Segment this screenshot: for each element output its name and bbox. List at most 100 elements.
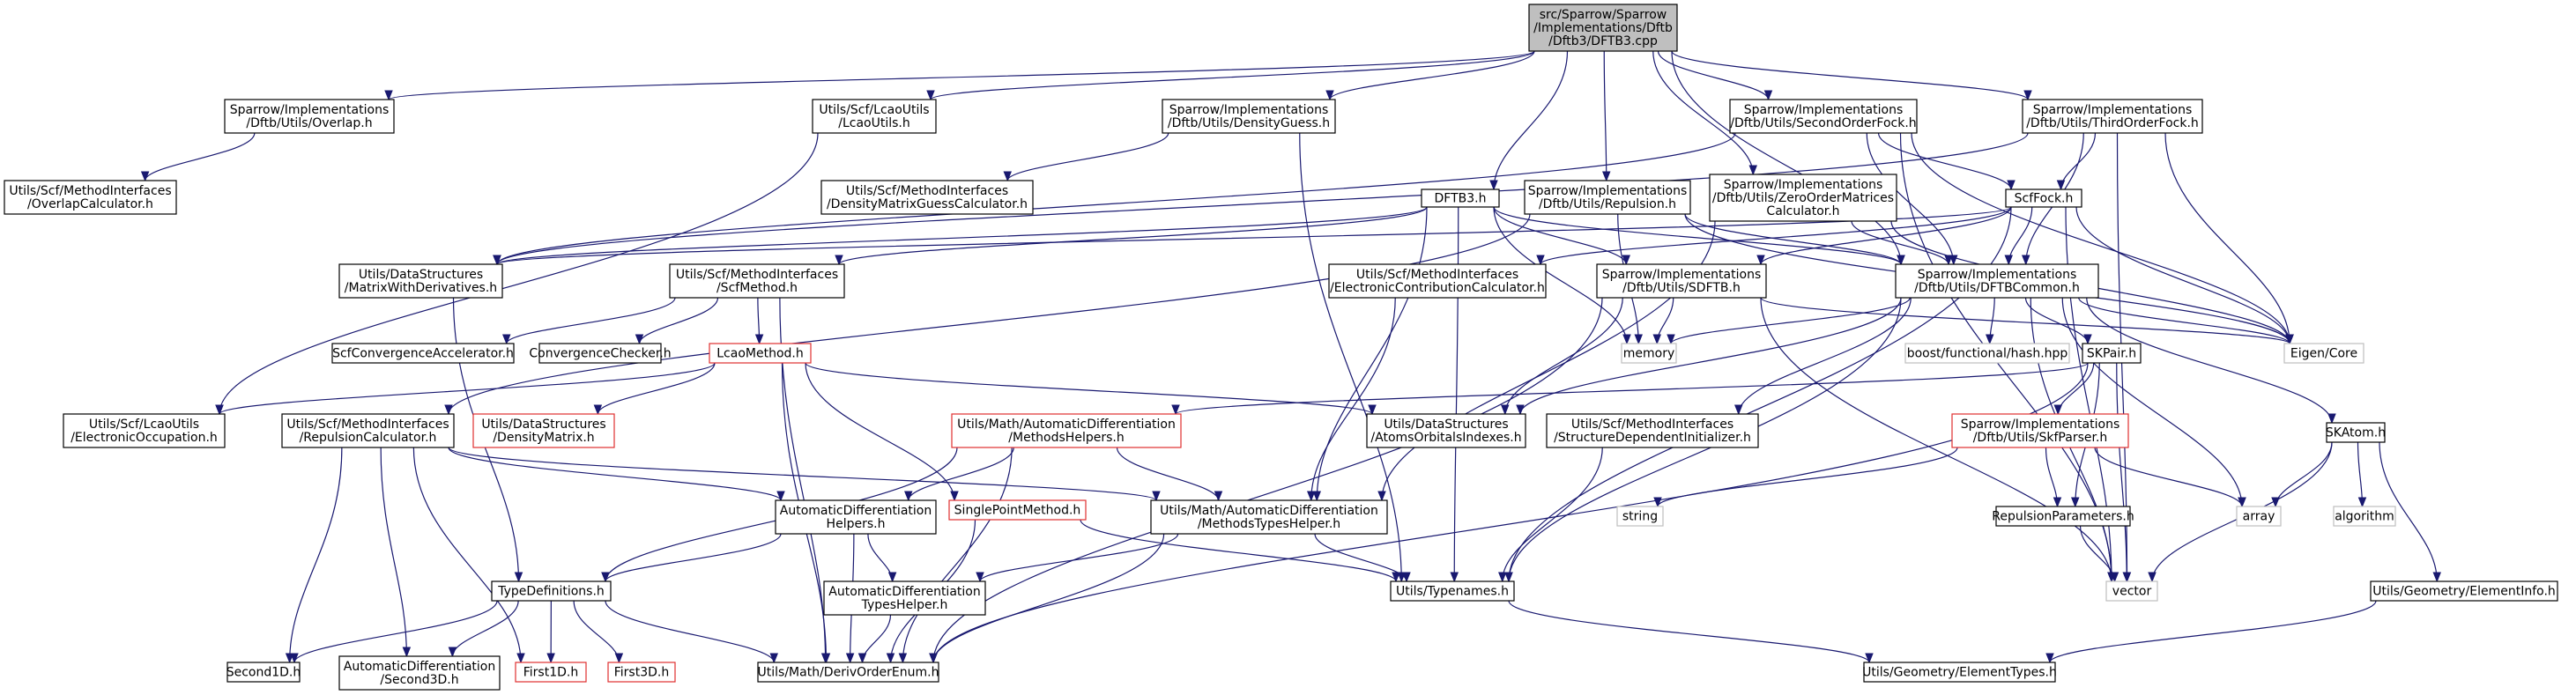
node-atomsorb[interactable]: Utils/DataStructures/AtomsOrbitalsIndexe…: [1366, 413, 1526, 448]
edge-skfparser-to-array: [2094, 447, 2246, 508]
node-sdftb[interactable]: Sparrow/Implementations/Dftb/Utils/SDFTB…: [1596, 263, 1767, 299]
edge-root-to-lcaoutils: [926, 50, 1535, 101]
edge-line: [1314, 533, 1407, 582]
node-scfmethod[interactable]: Utils/Scf/MethodInterfaces/ScfMethod.h: [669, 263, 845, 299]
edge-line: [496, 132, 1736, 265]
node-methodshelpers[interactable]: Utils/Math/AutomaticDifferentiation/Meth…: [951, 413, 1182, 448]
node-boosthash: boost/functional/hash.hpp: [1904, 343, 2070, 364]
node-box: [820, 180, 1034, 215]
edge-line: [2357, 441, 2364, 507]
node-repcalc[interactable]: Utils/Scf/MethodInterfaces/RepulsionCalc…: [281, 413, 455, 448]
edge-line: [838, 206, 1428, 265]
node-overlapcalc[interactable]: Utils/Scf/MethodInterfaces/OverlapCalcul…: [4, 180, 177, 215]
node-skpair[interactable]: SKPair.h: [2082, 343, 2142, 364]
node-label: First3D.h: [614, 666, 669, 680]
node-box: [1596, 263, 1767, 299]
edge-singlepoint-to-typenames: [1080, 519, 1400, 583]
edge-line: [932, 362, 2089, 663]
node-repparams[interactable]: RepulsionParameters.h: [1992, 506, 2134, 527]
edge-arrowhead: [1368, 404, 1377, 416]
edge-line: [219, 132, 819, 415]
node-densityguess[interactable]: Sparrow/Implementations/Dftb/Utils/Densi…: [1162, 99, 1336, 134]
edge-root-to-thirdorder: [1671, 50, 2032, 101]
node-label: /ElectronicOccupation.h: [71, 431, 218, 445]
edge-repcalc-to-autodiffhelpers: [448, 447, 785, 502]
edge-arrowhead: [1450, 572, 1459, 583]
node-label: Sparrow/Implementations: [1602, 268, 1762, 282]
node-label: Utils/Scf/MethodInterfaces: [9, 184, 171, 198]
node-label: /Dftb/Utils/SecondOrderFock.h: [1730, 116, 1916, 130]
node-label: /Dftb/Utils/Repulsion.h: [1539, 197, 1676, 211]
node-second1d[interactable]: Second1D.h: [226, 662, 301, 683]
edge-line: [1911, 132, 2290, 344]
node-derivorder[interactable]: Utils/Math/DerivOrderEnum.h: [757, 662, 939, 683]
node-box: [1863, 662, 2056, 683]
node-label: Sparrow/Implementations: [1744, 103, 1904, 117]
node-label: memory: [1623, 347, 1675, 361]
node-first1d[interactable]: First1D.h: [515, 662, 587, 683]
node-elecocc[interactable]: Utils/Scf/LcaoUtils/ElectronicOccupation…: [63, 413, 226, 448]
node-first3d[interactable]: First3D.h: [607, 662, 676, 683]
node-box: [1528, 4, 1678, 52]
node-matrixwd[interactable]: Utils/DataStructures/MatrixWithDerivativ…: [338, 263, 503, 299]
edge-arrowhead: [1003, 171, 1012, 182]
node-box: [2022, 99, 2203, 134]
edge-secondorder-to-scffock: [1877, 132, 2016, 191]
node-elementtypes[interactable]: Utils/Geometry/ElementTypes.h: [1862, 662, 2057, 683]
edge-arrowhead: [1667, 334, 1675, 345]
node-repulsion[interactable]: Sparrow/Implementations/Dftb/Utils/Repul…: [1524, 180, 1691, 215]
node-label: array: [2243, 510, 2275, 524]
edge-line: [1299, 132, 1402, 582]
edge-line: [506, 297, 676, 344]
edge-arrowhead: [593, 404, 603, 416]
edge-line: [1116, 447, 1220, 501]
edge-arrowhead: [1897, 255, 1905, 266]
node-box: [2105, 580, 2158, 602]
edge-line: [289, 447, 343, 663]
node-label: Utils/Geometry/ElementInfo.h: [2372, 585, 2556, 599]
node-box: [1162, 99, 1336, 134]
node-scfconv[interactable]: ScfConvergenceAccelerator.h: [331, 343, 515, 364]
node-dftb3h[interactable]: DFTB3.h: [1421, 189, 1500, 208]
node-scffock[interactable]: ScfFock.h: [2005, 189, 2082, 208]
edge-line: [1493, 206, 1627, 265]
node-dmguesscalc[interactable]: Utils/Scf/MethodInterfaces/DensityMatrix…: [820, 180, 1034, 215]
node-convchecker[interactable]: ConvergenceChecker.h: [529, 343, 672, 364]
node-singlepoint[interactable]: SinglePointMethod.h: [948, 499, 1087, 521]
node-elementinfo[interactable]: Utils/Geometry/ElementInfo.h: [2370, 580, 2558, 602]
node-label: algorithm: [2335, 510, 2394, 524]
edge-line: [2094, 447, 2243, 507]
edge-line: [638, 297, 719, 344]
node-dftbcommon[interactable]: Sparrow/Implementations/Dftb/Utils/DFTBC…: [1895, 263, 2099, 299]
node-label: /MethodsHelpers.h: [1008, 431, 1124, 445]
node-zeroorder[interactable]: Sparrow/Implementations/Dftb/Utils/ZeroO…: [1709, 174, 1897, 222]
node-second3d[interactable]: AutomaticDifferentiation/Second3D.h: [338, 655, 501, 691]
node-eleccontrib[interactable]: Utils/Scf/MethodInterfaces/ElectronicCon…: [1328, 263, 1547, 299]
node-typenames[interactable]: Utils/Typenames.h: [1390, 580, 1515, 602]
node-box: [491, 580, 612, 602]
node-densitymatrix[interactable]: Utils/DataStructures/DensityMatrix.h: [472, 413, 615, 448]
node-label: /Dftb/Utils/ZeroOrderMatrices: [1712, 191, 1894, 205]
node-thirdorder[interactable]: Sparrow/Implementations/Dftb/Utils/Third…: [2022, 99, 2203, 134]
node-label: Utils/DataStructures: [481, 418, 605, 432]
node-typedefs[interactable]: TypeDefinitions.h: [491, 580, 612, 602]
node-label: Utils/Math/AutomaticDifferentiation: [957, 418, 1176, 432]
node-label: TypeDefinitions.h: [497, 585, 605, 599]
node-secondorder[interactable]: Sparrow/Implementations/Dftb/Utils/Secon…: [1729, 99, 1918, 134]
edge-line: [932, 533, 1165, 663]
node-lcaomethod[interactable]: LcaoMethod.h: [709, 343, 812, 364]
node-skatom[interactable]: SKAtom.h: [2326, 422, 2386, 443]
edge-line: [1493, 50, 1569, 190]
node-methodstypes[interactable]: Utils/Math/AutomaticDifferentiation/Meth…: [1150, 499, 1388, 535]
node-overlap[interactable]: Sparrow/Implementations/Dftb/Utils/Overl…: [224, 99, 395, 134]
edge-arrowhead: [1392, 572, 1400, 583]
edge-line: [2024, 297, 2089, 344]
edge-dftb3h-to-sdftb: [1493, 206, 1630, 266]
node-skfparser[interactable]: Sparrow/Implementations/Dftb/Utils/SkfPa…: [1951, 413, 2129, 448]
node-root[interactable]: src/Sparrow/Sparrow/Implementations/Dftb…: [1528, 4, 1678, 52]
node-structdep[interactable]: Utils/Scf/MethodInterfaces/StructureDepe…: [1546, 413, 1759, 448]
node-box: [338, 263, 503, 299]
node-lcaoutils[interactable]: Utils/Scf/LcaoUtils/LcaoUtils.h: [812, 99, 937, 134]
